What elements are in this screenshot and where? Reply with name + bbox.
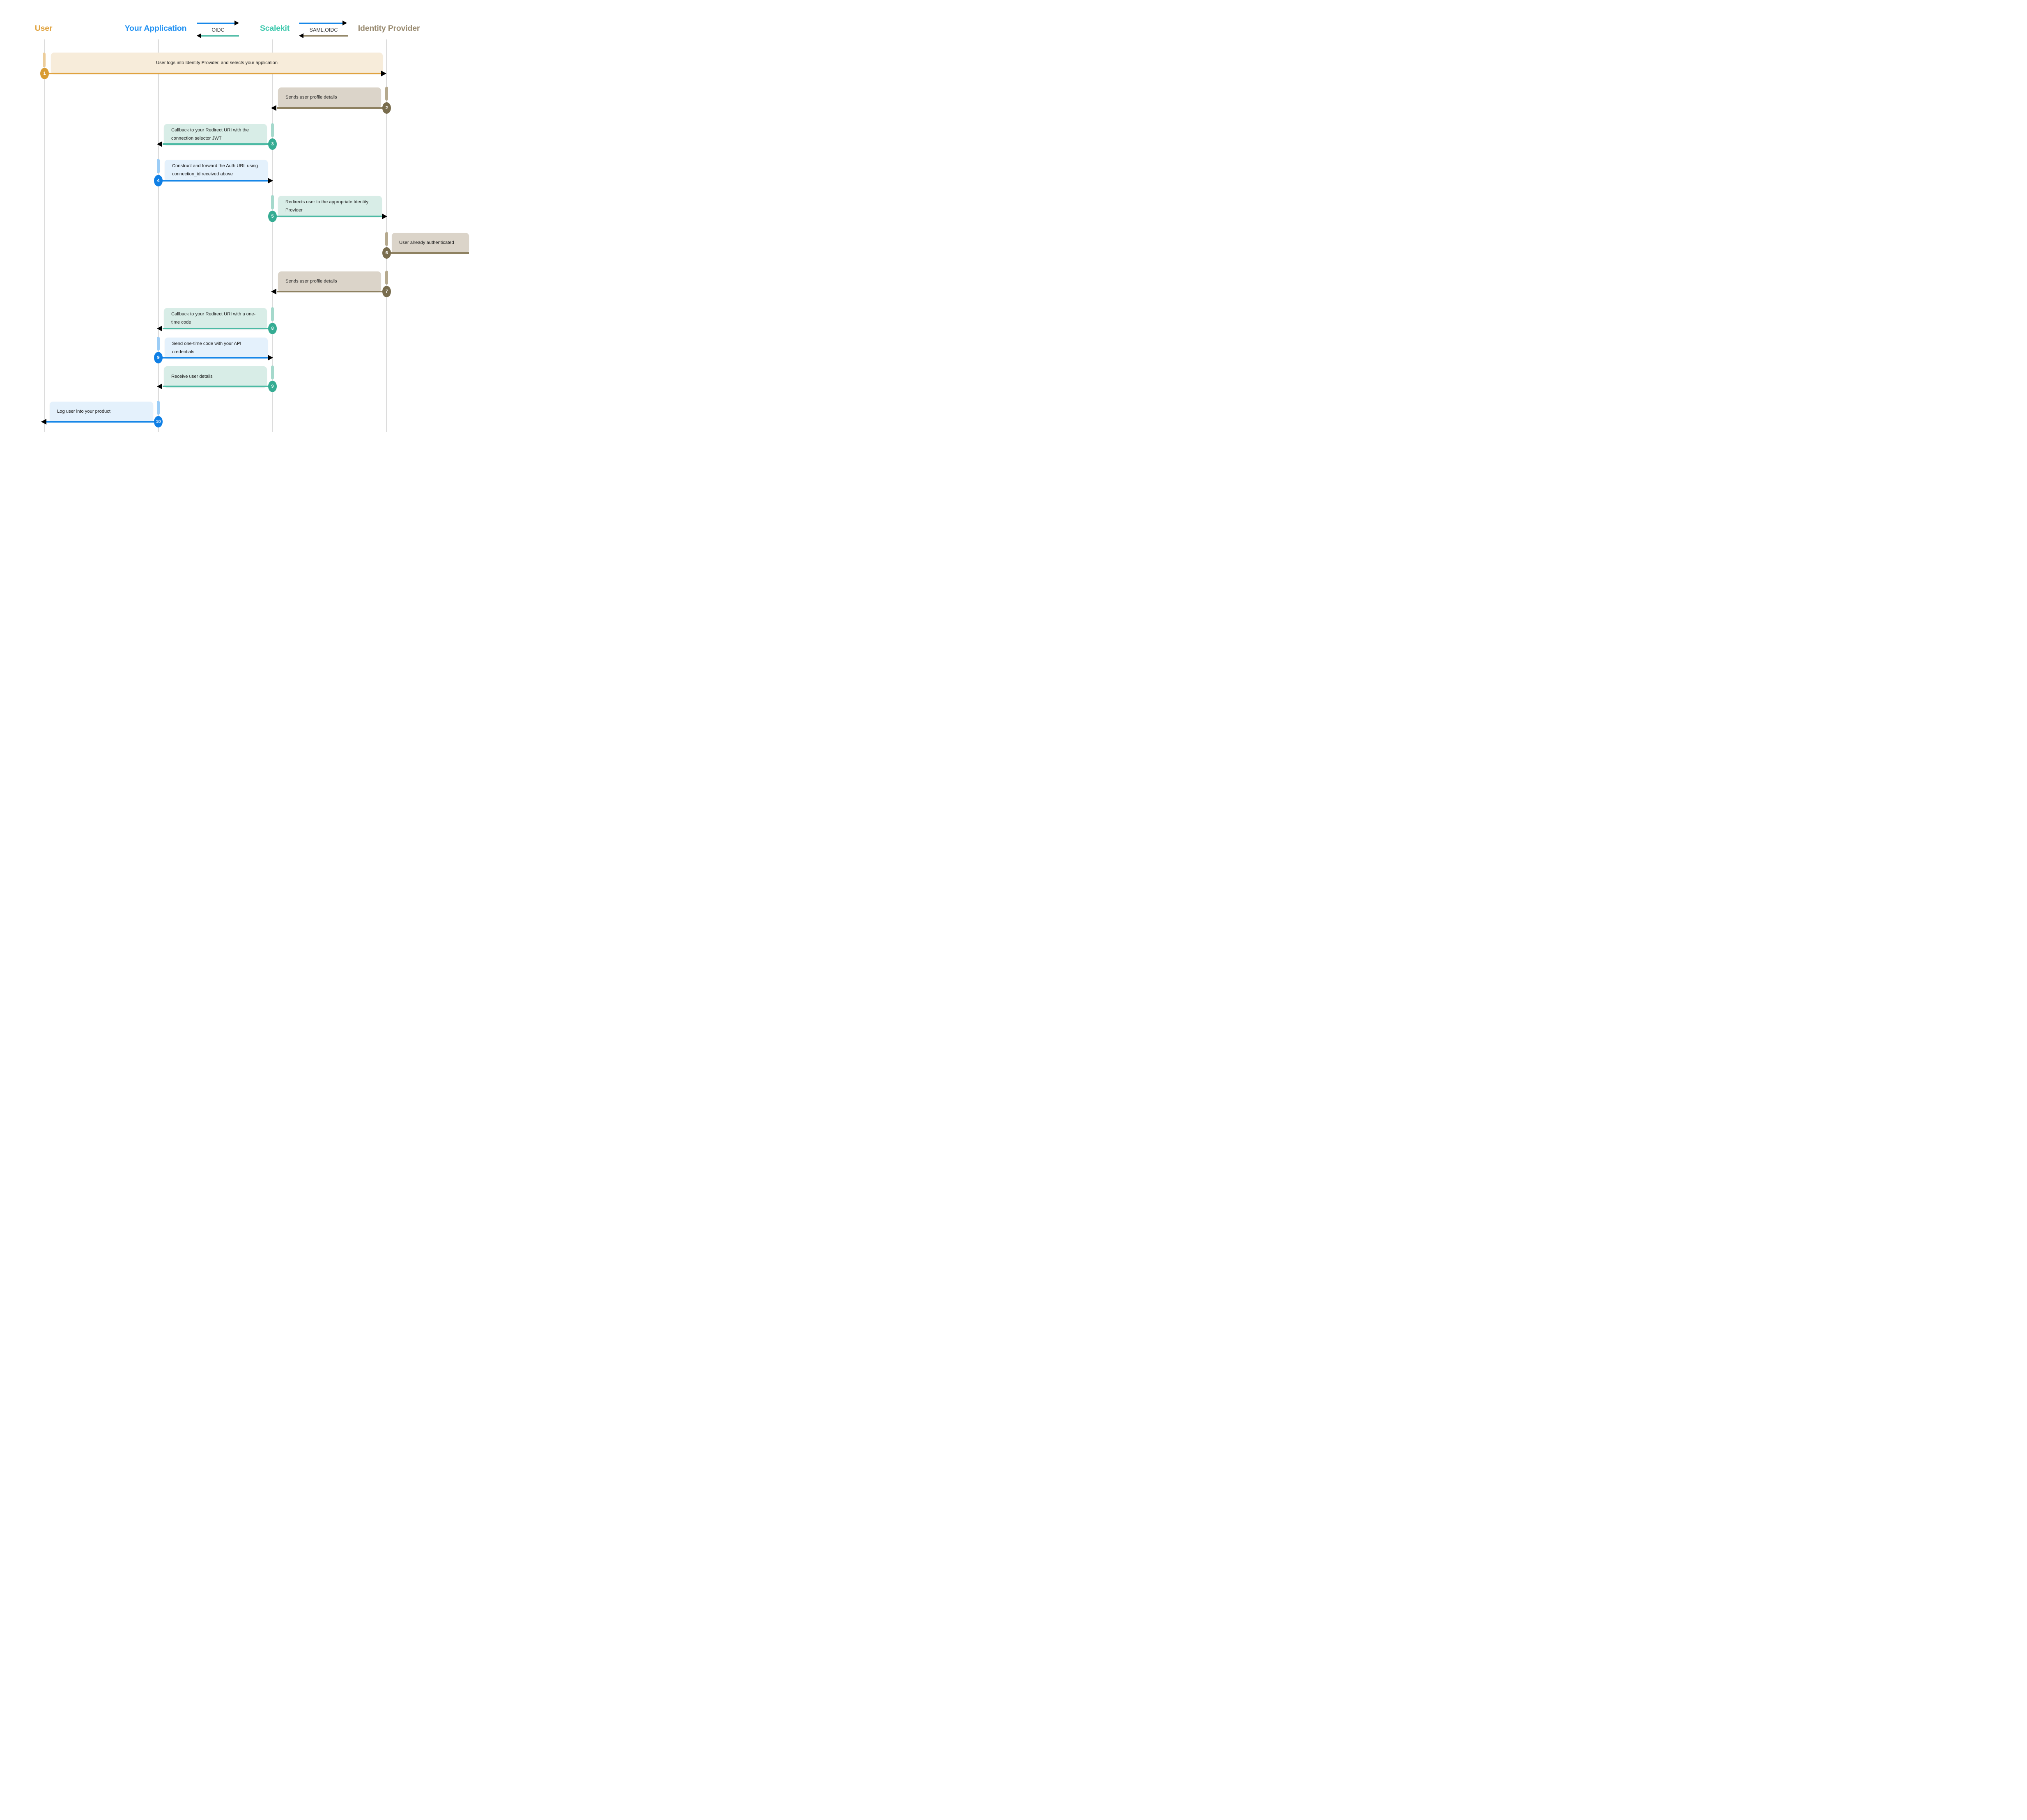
message-text: Callback to your Redirect URI with the c… <box>171 128 249 141</box>
activation-bar-scalekit <box>271 123 274 137</box>
activation-bar-scalekit <box>271 195 274 209</box>
oidc-left-arrowhead-icon <box>197 33 201 38</box>
message-note-step-2: Sends user profile details <box>278 87 381 108</box>
message-line-step-8 <box>163 328 273 329</box>
activation-bar-identity-provider <box>385 232 388 246</box>
message-line-step-1 <box>44 73 381 74</box>
protocol-label-saml-oidc: SAML,OIDC <box>309 27 338 33</box>
actor-label-your-application: Your Application <box>124 24 187 33</box>
message-line-step-6 <box>386 252 469 254</box>
step-badge-10: 10 <box>154 416 163 427</box>
saml-right-arrow-line <box>299 23 342 24</box>
step-badge-1: 1 <box>40 68 49 79</box>
message-note-step-1: User logs into Identity Provider, and se… <box>51 53 383 74</box>
message-note-step-5: Redirects user to the appropriate Identi… <box>278 196 382 217</box>
lifeline-scalekit <box>272 39 273 432</box>
arrowhead-left-icon <box>41 419 46 425</box>
activation-bar-scalekit <box>271 307 274 321</box>
step-badge-7: 7 <box>382 286 391 297</box>
oidc-left-arrow-line <box>201 35 239 37</box>
step-badge-3: 3 <box>268 138 277 150</box>
saml-left-arrowhead-icon <box>299 33 303 38</box>
message-note-step-10: Log user into your product <box>50 402 153 422</box>
arrowhead-left-icon <box>271 105 276 111</box>
lifeline-your-application <box>158 39 159 432</box>
message-note-step-6: User already authenticated <box>392 233 469 253</box>
actor-label-scalekit: Scalekit <box>260 24 290 33</box>
message-line-step-9 <box>159 357 268 358</box>
message-line-step-10 <box>44 421 159 423</box>
message-note-step-9: Send one-time code with your API credent… <box>165 338 268 359</box>
oidc-right-arrowhead-icon <box>234 21 239 25</box>
step-badge-9: 9 <box>154 352 163 363</box>
message-note-step-4: Construct and forward the Auth URL using… <box>165 160 268 181</box>
lifeline-user <box>44 39 45 432</box>
message-line-step-5 <box>273 216 382 217</box>
saml-left-arrow-line <box>303 35 348 37</box>
message-note-step-7: Sends user profile details <box>278 271 381 292</box>
arrowhead-right-icon <box>268 355 273 361</box>
actor-label-identity-provider: Identity Provider <box>358 24 420 33</box>
step-badge-5: 5 <box>268 211 277 222</box>
message-text: Log user into your product <box>57 409 110 414</box>
message-text: Send one-time code with your API credent… <box>172 341 241 354</box>
actor-label-user: User <box>34 24 53 33</box>
message-line-step-9-response <box>163 386 273 387</box>
message-note-step-3: Callback to your Redirect URI with the c… <box>164 124 267 145</box>
message-text: User already authenticated <box>399 240 454 246</box>
step-badge-4: 4 <box>154 175 163 186</box>
activation-bar-identity-provider <box>385 87 388 101</box>
saml-right-arrowhead-icon <box>342 21 347 25</box>
message-text: User logs into Identity Provider, and se… <box>156 60 278 66</box>
message-line-step-7 <box>277 291 386 292</box>
oidc-right-arrow-line <box>197 23 234 24</box>
message-note-step-8: Callback to your Redirect URI with a one… <box>164 308 267 329</box>
arrowhead-right-icon <box>268 178 273 184</box>
activation-bar-user <box>43 53 46 67</box>
arrowhead-left-icon <box>157 326 162 331</box>
arrowhead-left-icon <box>157 384 162 389</box>
arrowhead-right-icon <box>381 71 386 76</box>
step-badge-9-response: 9 <box>268 381 277 392</box>
activation-bar-identity-provider <box>385 271 388 285</box>
message-note-step-9-response: Receive user details <box>164 366 267 388</box>
message-text: Construct and forward the Auth URL using… <box>172 163 258 177</box>
message-text: Receive user details <box>171 374 213 379</box>
step-badge-8: 8 <box>268 323 277 334</box>
sequence-diagram: User Your Application Scalekit Identity … <box>0 0 507 455</box>
message-text: Sends user profile details <box>285 279 337 284</box>
activation-bar-your-application <box>157 337 160 351</box>
arrowhead-right-icon <box>382 214 387 219</box>
arrowhead-left-icon <box>157 141 162 147</box>
message-line-step-2 <box>277 107 386 109</box>
message-text: Callback to your Redirect URI with a one… <box>171 312 256 325</box>
arrowhead-left-icon <box>271 289 276 294</box>
message-line-step-4 <box>159 180 268 182</box>
activation-bar-scalekit <box>271 365 274 379</box>
activation-bar-your-application <box>157 401 160 415</box>
message-text: Sends user profile details <box>285 95 337 100</box>
step-badge-6: 6 <box>382 247 391 259</box>
message-line-step-3 <box>163 143 273 145</box>
message-text: Redirects user to the appropriate Identi… <box>285 200 369 213</box>
step-badge-2: 2 <box>382 102 391 114</box>
protocol-label-oidc: OIDC <box>211 27 225 33</box>
activation-bar-your-application <box>157 159 160 173</box>
